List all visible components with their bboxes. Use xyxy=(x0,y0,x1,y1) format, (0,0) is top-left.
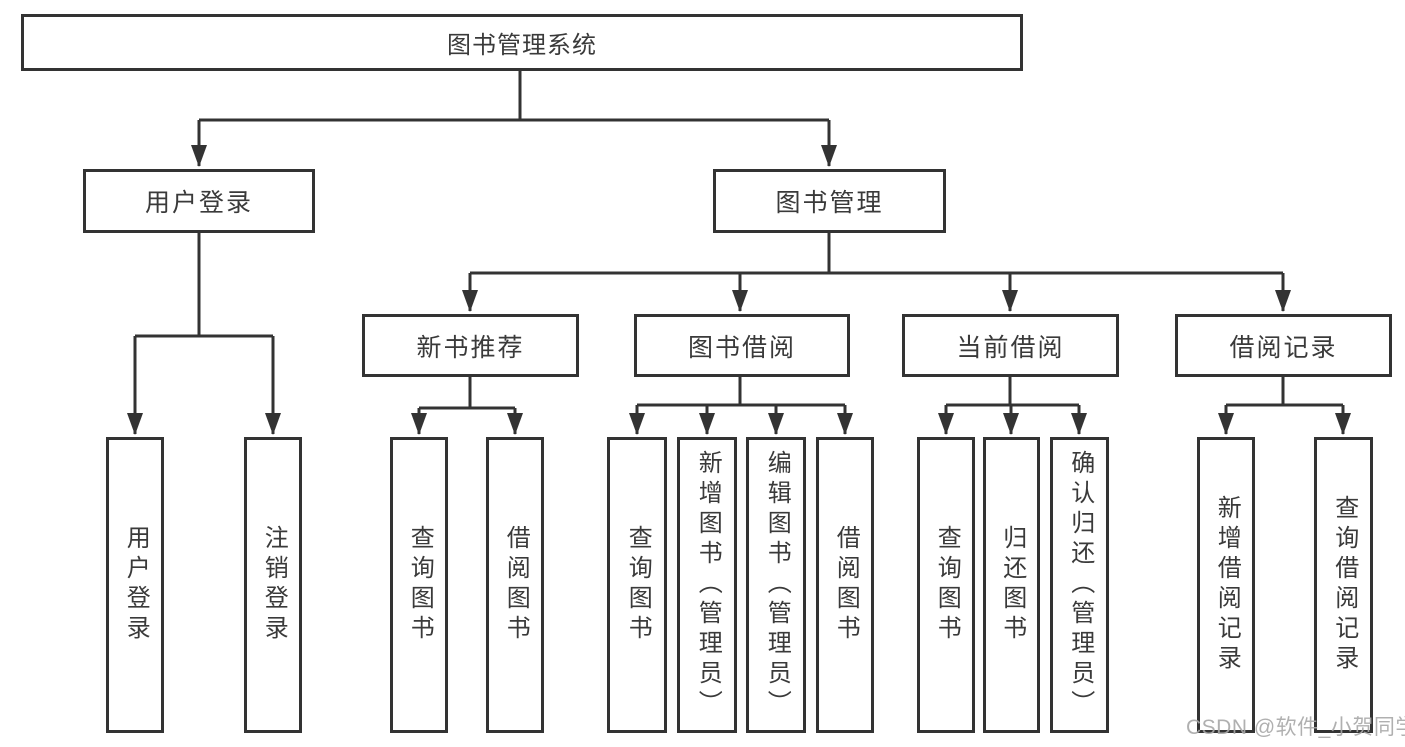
node-new-book-recommend: 新书推荐 xyxy=(362,314,579,377)
leaf-current-query-label: 查询图书 xyxy=(933,525,961,645)
leaf-current-return: 归还图书 xyxy=(983,437,1040,733)
leaf-newbook-query: 查询图书 xyxy=(390,437,448,733)
leaf-records-query: 查询借阅记录 xyxy=(1314,437,1373,733)
leaf-newbook-borrow: 借阅图书 xyxy=(486,437,544,733)
leaf-borrow-add-admin: 新增图书（管理员） xyxy=(677,437,737,733)
leaf-newbook-borrow-label: 借阅图书 xyxy=(502,525,530,645)
leaf-borrow-edit-admin-label: 编辑图书（管理员） xyxy=(763,450,791,720)
node-new-book-recommend-label: 新书推荐 xyxy=(416,333,525,362)
leaf-user-login-label: 用户登录 xyxy=(122,525,150,645)
leaf-records-add: 新增借阅记录 xyxy=(1197,437,1255,733)
leaf-borrow-edit-admin: 编辑图书（管理员） xyxy=(746,437,806,733)
node-system-root-label: 图书管理系统 xyxy=(447,32,597,59)
leaf-current-query: 查询图书 xyxy=(917,437,975,733)
node-user-login: 用户登录 xyxy=(83,169,315,233)
node-book-management-label: 图书管理 xyxy=(775,189,884,217)
leaf-user-login: 用户登录 xyxy=(106,437,164,733)
csdn-watermark: CSDN @软件_小贺同学 xyxy=(1186,716,1405,739)
node-system-root: 图书管理系统 xyxy=(21,14,1023,71)
node-borrowing-records: 借阅记录 xyxy=(1175,314,1392,377)
leaf-borrow-add-admin-label: 新增图书（管理员） xyxy=(694,450,722,720)
node-book-management: 图书管理 xyxy=(713,169,946,233)
leaf-logout-label: 注销登录 xyxy=(260,525,288,645)
node-user-login-label: 用户登录 xyxy=(144,189,253,217)
leaf-current-confirm-admin: 确认归还（管理员） xyxy=(1050,437,1109,733)
node-current-borrowing: 当前借阅 xyxy=(902,314,1119,377)
node-borrowing-records-label: 借阅记录 xyxy=(1229,333,1338,362)
leaf-current-confirm-admin-label: 确认归还（管理员） xyxy=(1066,450,1094,720)
leaf-logout: 注销登录 xyxy=(244,437,302,733)
leaf-records-add-label: 新增借阅记录 xyxy=(1213,495,1241,675)
leaf-records-query-label: 查询借阅记录 xyxy=(1330,495,1358,675)
leaf-borrow-query: 查询图书 xyxy=(607,437,667,733)
node-current-borrowing-label: 当前借阅 xyxy=(956,333,1065,362)
leaf-borrow-book: 借阅图书 xyxy=(816,437,874,733)
leaf-current-return-label: 归还图书 xyxy=(998,525,1026,645)
node-book-borrowing: 图书借阅 xyxy=(634,314,850,377)
leaf-borrow-query-label: 查询图书 xyxy=(624,525,652,645)
node-book-borrowing-label: 图书借阅 xyxy=(687,333,796,362)
leaf-newbook-query-label: 查询图书 xyxy=(406,525,434,645)
leaf-borrow-book-label: 借阅图书 xyxy=(832,525,860,645)
